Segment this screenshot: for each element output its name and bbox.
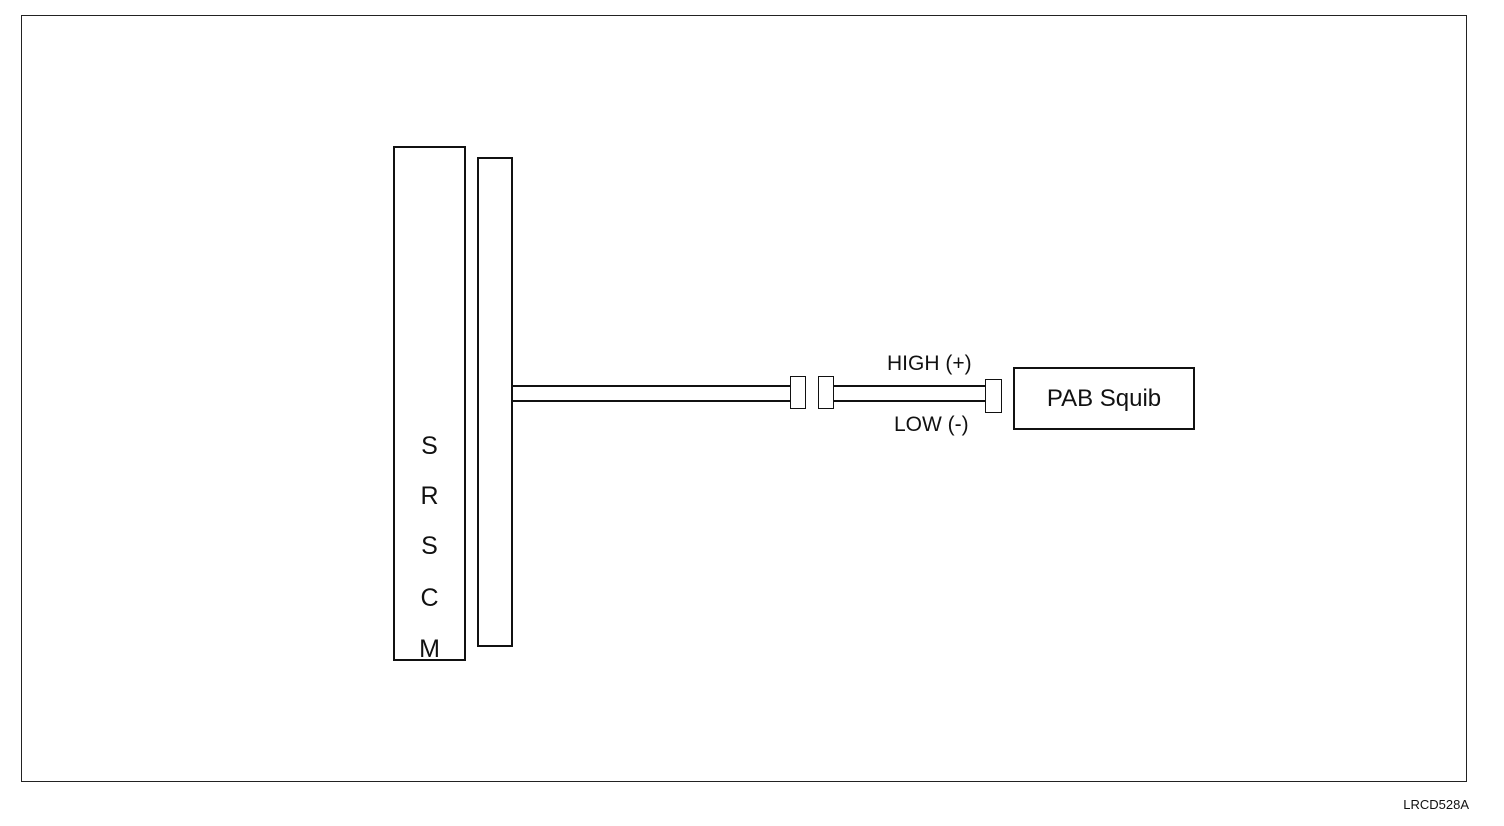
low-wire-segment	[513, 400, 791, 402]
pab-squib-box: PAB Squib	[1013, 367, 1195, 430]
pab-squib-label: PAB Squib	[1046, 384, 1162, 412]
high-wire-segment	[513, 385, 791, 387]
low-wire-segment	[834, 400, 986, 402]
inline-connector-female	[818, 376, 834, 409]
squib-connector	[985, 379, 1002, 413]
low-wire-label: LOW (-)	[894, 413, 969, 436]
high-wire-label: HIGH (+)	[887, 352, 972, 375]
srscm-letter: M	[419, 635, 440, 663]
diagram-frame	[21, 15, 1467, 782]
figure-code: LRCD528A	[1403, 797, 1469, 812]
module-connector	[477, 157, 513, 647]
srscm-letter: R	[420, 482, 439, 510]
srscm-letter: C	[420, 584, 439, 612]
srscm-letter: S	[421, 532, 438, 560]
srscm-letter: S	[421, 432, 438, 460]
inline-connector-male	[790, 376, 806, 409]
high-wire-segment	[834, 385, 986, 387]
srscm-module: S R S C M	[393, 146, 466, 663]
